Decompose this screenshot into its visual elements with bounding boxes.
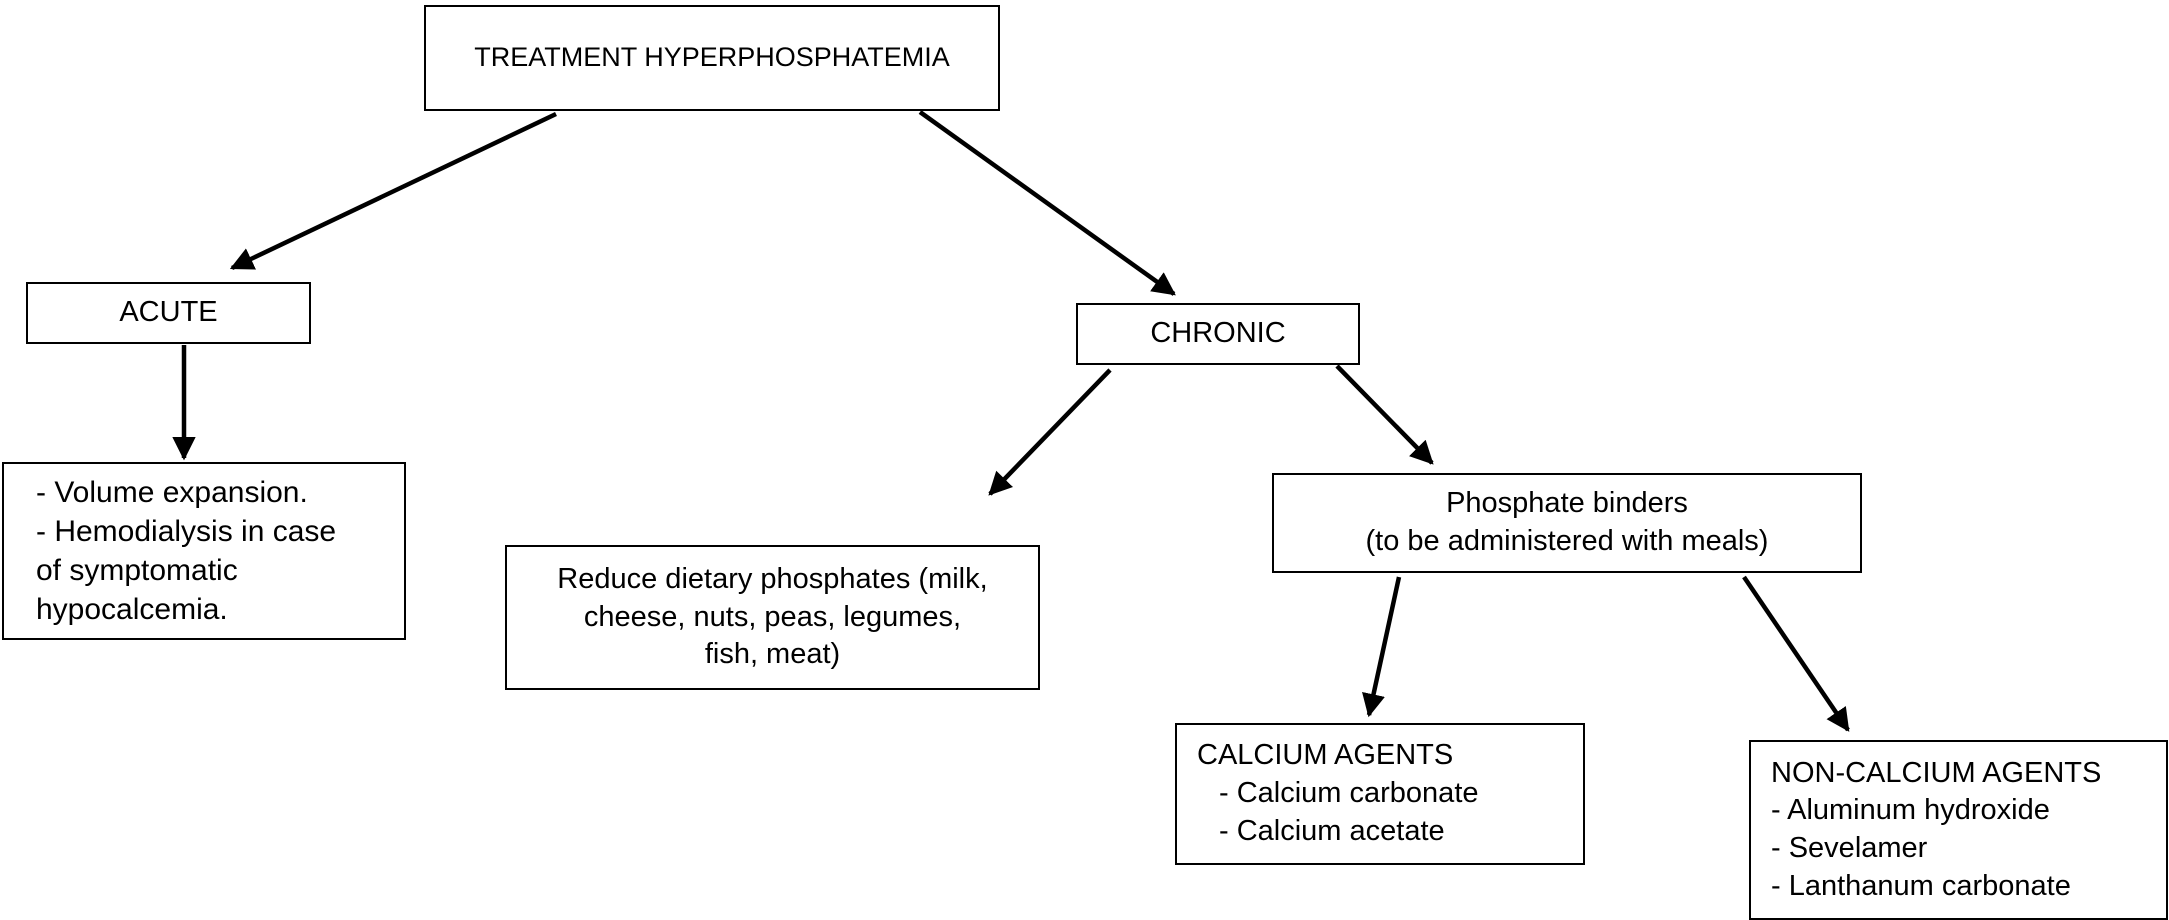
node-dietary-line-3: fish, meat) — [704, 638, 841, 671]
node-acute-treatment-line-1: - Volume expansion. — [36, 476, 308, 509]
node-acute-treatment-line-3: of symptomatic — [36, 554, 238, 587]
node-treatment-hyperphosphatemia: TREATMENT HYPERPHOSPHATEMIA — [424, 5, 1000, 111]
node-calcium-agents-heading: CALCIUM AGENTS — [1197, 739, 1454, 772]
edge-root-to-acute — [229, 111, 557, 271]
node-chronic-line-1: CHRONIC — [1150, 317, 1286, 350]
edge-binders-to-non-calcium — [1742, 575, 1850, 732]
node-phosphate-binders: Phosphate binders (to be administered wi… — [1272, 473, 1862, 573]
node-acute-line-1: ACUTE — [119, 296, 218, 329]
edge-chronic-to-binders — [1335, 364, 1434, 465]
node-root-line-1: TREATMENT HYPERPHOSPHATEMIA — [474, 42, 950, 73]
node-calcium-agents: CALCIUM AGENTS - Calcium carbonate - Cal… — [1175, 723, 1585, 865]
node-chronic: CHRONIC — [1076, 303, 1360, 365]
edge-chronic-to-dietary — [988, 368, 1112, 496]
node-dietary-line-1: Reduce dietary phosphates (milk, — [557, 562, 988, 595]
node-calcium-agents-item-1: - Calcium carbonate — [1219, 777, 1479, 810]
node-acute-treatment-line-4: hypocalcemia. — [36, 593, 228, 626]
edge-root-to-chronic — [918, 110, 1176, 296]
node-binders-line-2: (to be administered with meals) — [1365, 525, 1769, 557]
node-binders-line-1: Phosphate binders — [1446, 487, 1688, 520]
node-non-calcium-agents-item-1: - Aluminum hydroxide — [1771, 794, 2050, 827]
node-acute-treatment: - Volume expansion. - Hemodialysis in ca… — [2, 462, 406, 640]
node-dietary-line-2: cheese, nuts, peas, legumes, — [583, 600, 962, 633]
node-non-calcium-agents-item-3: - Lanthanum carbonate — [1771, 869, 2071, 902]
node-reduce-dietary-phosphates: Reduce dietary phosphates (milk, cheese,… — [505, 545, 1040, 690]
node-acute: ACUTE — [26, 282, 311, 344]
node-non-calcium-agents-item-2: - Sevelamer — [1771, 832, 1928, 864]
node-non-calcium-agents: NON-CALCIUM AGENTS - Aluminum hydroxide … — [1749, 740, 2168, 920]
node-acute-treatment-line-2: - Hemodialysis in case — [36, 515, 337, 548]
node-calcium-agents-item-2: - Calcium acetate — [1219, 814, 1445, 847]
edge-binders-to-calcium — [1362, 576, 1402, 718]
node-non-calcium-agents-heading: NON-CALCIUM AGENTS — [1771, 756, 2102, 789]
